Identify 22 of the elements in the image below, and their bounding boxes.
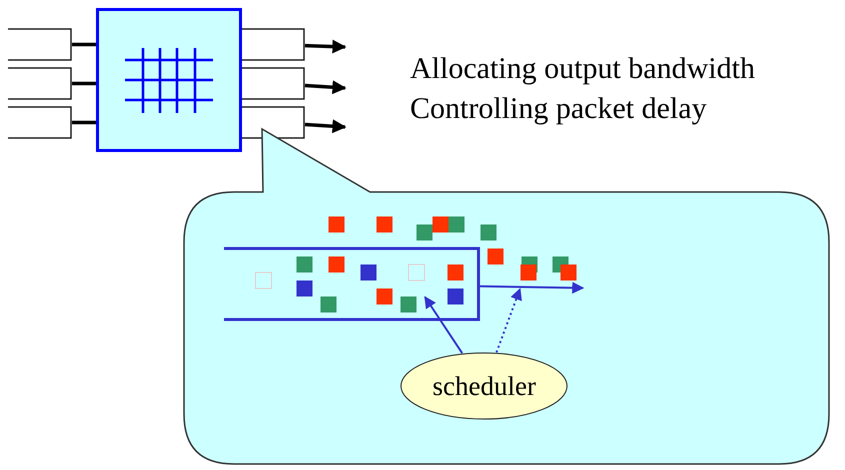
- scheduler-ellipse: [400, 352, 568, 420]
- switch-fabric-box: [96, 8, 242, 152]
- arrow: [304, 80, 346, 94]
- queue-channel: [224, 247, 480, 321]
- output-queue: [242, 28, 305, 61]
- arrow: [496, 288, 522, 353]
- arrow: [424, 296, 464, 354]
- input-queue: [8, 106, 72, 139]
- node-label: scheduler: [432, 370, 536, 402]
- input-queue: [8, 67, 72, 100]
- connector-line: [72, 120, 96, 124]
- output-queue: [242, 67, 305, 100]
- input-queue: [8, 28, 72, 61]
- annotation-text: Allocating output bandwidth: [410, 52, 755, 86]
- connector-line: [72, 82, 96, 86]
- output-queue: [242, 106, 305, 139]
- arrow: [304, 40, 346, 54]
- callout-bubble: [183, 128, 830, 465]
- arrow: [304, 119, 346, 134]
- arrow: [480, 282, 584, 294]
- connector-line: [72, 42, 96, 46]
- annotation-text: Controlling packet delay: [410, 92, 707, 126]
